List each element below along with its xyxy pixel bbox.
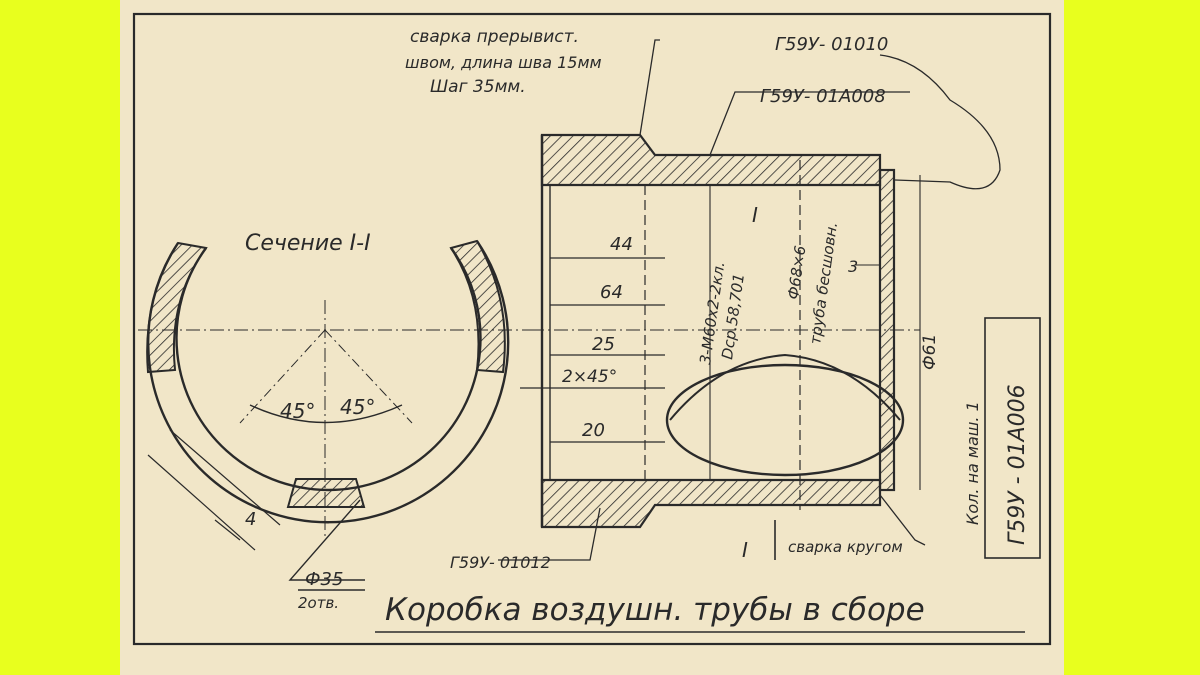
- dim-3-label: 3: [848, 257, 858, 276]
- main-view: [498, 39, 1001, 561]
- section-mark-bottom: I: [742, 538, 748, 562]
- hole-diameter-label: Ф35: [305, 569, 343, 590]
- pipe-size-label: Ф68×6: [784, 244, 809, 300]
- dim-20-label: 20: [582, 420, 605, 441]
- part-01a008-label: Г59У- 01А008: [760, 86, 886, 107]
- part-01012-label: Г59У- 01012: [450, 553, 551, 572]
- drawing-title: Коробка воздушн. трубы в сборе: [385, 592, 925, 628]
- dim-chamfer-label: 2×45°: [562, 367, 617, 387]
- section-mark-top: I: [752, 203, 758, 227]
- weld-note-line3: Шаг 35мм.: [430, 77, 526, 97]
- weld-bottom-label: сварка кругом: [788, 538, 903, 556]
- angle-left-label: 45°: [280, 399, 315, 423]
- dim-4-label: 4: [245, 509, 256, 530]
- dim-64-label: 64: [600, 282, 623, 303]
- section-view: [138, 239, 530, 581]
- ring-hatch-right: [449, 239, 506, 374]
- technical-drawing: Сечение I-I 45° 45° 4 Ф35 2отв.: [132, 12, 1052, 646]
- right-yellow-band: [1064, 0, 1200, 675]
- section-title: Сечение I-I: [245, 231, 371, 256]
- drawing-frame: [132, 12, 1052, 646]
- drawing-sheet: Сечение I-I 45° 45° 4 Ф35 2отв.: [120, 0, 1064, 675]
- title-block-frame: [984, 317, 1041, 559]
- ring-hatch-left: [146, 241, 208, 374]
- angle-arc: [249, 404, 403, 424]
- drawing-number: Г59У - 01А006: [1005, 384, 1030, 545]
- qty-label: Кол. на маш. 1: [963, 401, 982, 525]
- ring-inner-arc: [175, 247, 482, 492]
- angle-right-label: 45°: [340, 395, 375, 419]
- left-yellow-band: [0, 0, 120, 675]
- air-hole: [665, 363, 905, 477]
- top-wall: [540, 133, 882, 187]
- weld-note-line2: швом, длина шва 15мм: [405, 53, 602, 72]
- dim-61-label: Ф61: [920, 334, 940, 370]
- hole-count-label: 2отв.: [298, 594, 339, 612]
- dim-44-label: 44: [610, 234, 633, 255]
- ring-hatch-bottom: [286, 478, 366, 508]
- dim-25-label: 25: [592, 334, 615, 355]
- part-01010-label: Г59У- 01010: [775, 34, 888, 55]
- weld-note-line1: сварка прерывист.: [410, 27, 579, 47]
- pipe-type-label: труба бесшовн.: [806, 221, 841, 346]
- bottom-wall: [540, 478, 882, 529]
